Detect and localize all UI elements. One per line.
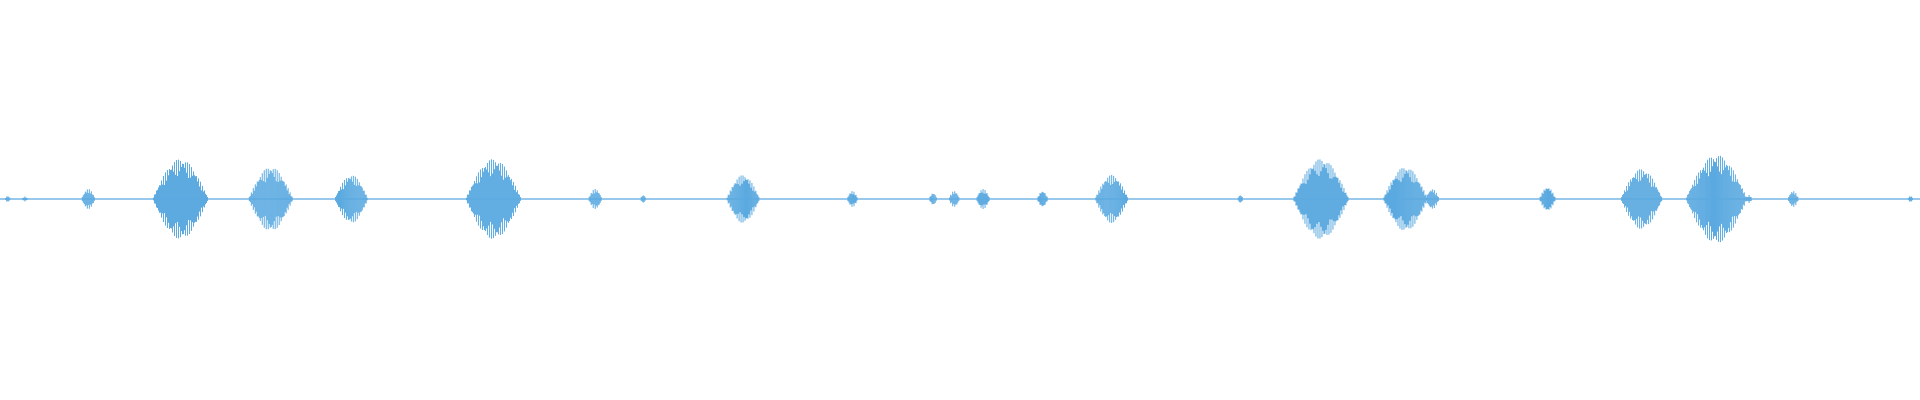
waveform-burst <box>929 193 937 205</box>
waveform-burst <box>1425 189 1439 209</box>
waveform-burst <box>1037 191 1048 207</box>
waveform-burst <box>847 191 858 207</box>
waveform-burst <box>465 159 521 239</box>
waveform-burst <box>1746 195 1752 203</box>
waveform-burst <box>1621 169 1663 229</box>
waveform-burst <box>81 189 95 209</box>
waveform-burst <box>640 195 646 203</box>
waveform-burst <box>976 189 990 209</box>
waveform-burst <box>5 196 11 202</box>
waveform-burst <box>22 196 28 202</box>
waveform-burst <box>1293 159 1349 239</box>
waveform-burst <box>588 189 602 209</box>
waveform-burst <box>248 168 293 230</box>
waveform-bursts <box>5 155 1913 243</box>
waveform-burst <box>1539 188 1556 210</box>
waveform-burst <box>1788 191 1799 207</box>
waveform-burst <box>1095 175 1128 223</box>
waveform-burst <box>1383 168 1428 230</box>
waveform-burst <box>1686 155 1747 243</box>
waveform-burst <box>152 159 208 239</box>
waveform-burst <box>726 175 760 223</box>
waveform-burst <box>949 191 960 207</box>
waveform-burst <box>1237 195 1243 203</box>
waveform-burst <box>335 175 368 223</box>
waveform-burst <box>1907 196 1913 202</box>
